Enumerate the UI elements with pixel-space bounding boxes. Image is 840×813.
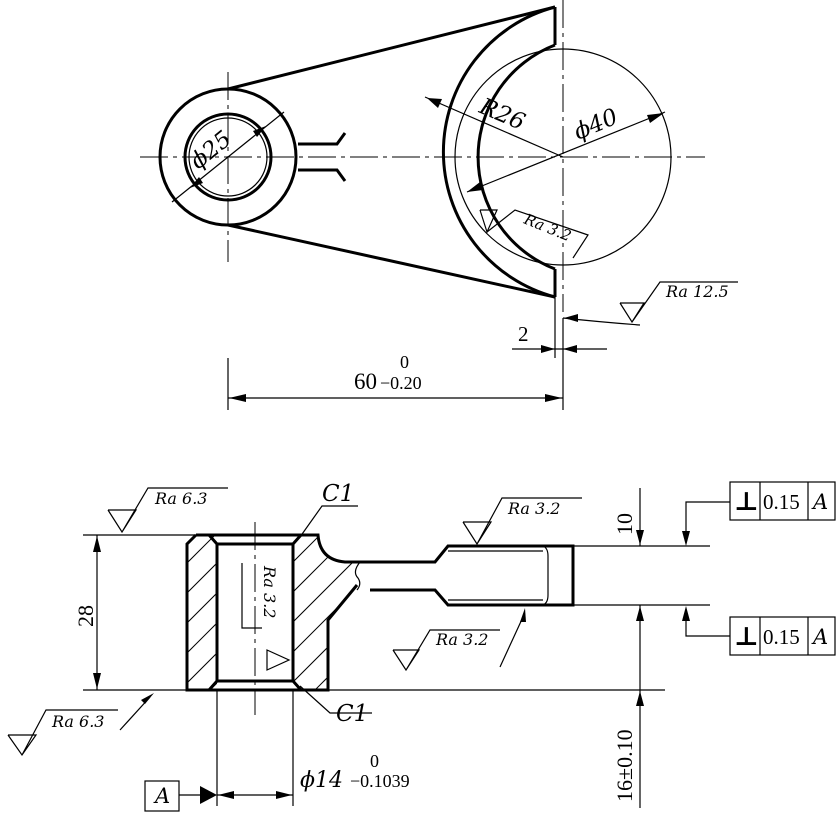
length-arrow-left [229, 394, 246, 402]
bottom-chamfer-leader [299, 685, 372, 714]
datum-triangle [200, 786, 217, 804]
phi25-arrow-end [253, 126, 266, 137]
tolerance-upper-arrow [682, 531, 690, 546]
phi40-arrow-end [647, 113, 664, 123]
lug-lower [298, 168, 347, 182]
section-view: Ra 6.3 C1 Ra 3.2 Ra 3.2 Ra 3.2 Ra 6.3 C1… [7, 481, 836, 812]
bore-arrow-left [218, 791, 234, 799]
boss-outer-arc [441, 5, 556, 299]
length-nominal-label: 60 [354, 369, 377, 394]
arm-lower-edge [227, 223, 556, 299]
top-chamfer-label: C1 [322, 481, 354, 507]
phi40-circle [454, 48, 672, 266]
fork-bottom-roughness-leader [499, 616, 524, 668]
bore-roughness-leader [241, 563, 262, 629]
tolerance-lower-arrow [682, 606, 690, 621]
lug-upper [298, 132, 347, 146]
bore-roughness-symbol [266, 649, 291, 671]
height-arrow-bottom [93, 673, 101, 689]
inner-roughness-label: Ra 3.2 [521, 210, 574, 246]
face-roughness-label: Ra 12.5 [665, 282, 729, 301]
tolerance-lower-symbol: ⊥ [734, 622, 759, 651]
bottom-roughness-label: Ra 6.3 [51, 712, 104, 731]
tolerance-upper-leader [685, 501, 730, 535]
bottom-chamfer-label: C1 [336, 701, 368, 727]
arm-upper-edge [227, 5, 556, 91]
tolerance-upper-symbol: ⊥ [734, 487, 759, 516]
inner-roughness-symbol [479, 209, 589, 259]
phi25-arrow-start [190, 177, 203, 188]
length-upper-deviation: 0 [400, 352, 409, 372]
hub-section-outline [185, 533, 360, 692]
fork-bottom-roughness-symbol [392, 629, 500, 672]
arm-section-outline [360, 544, 575, 607]
slot-arrow-bottom [636, 606, 644, 621]
phi40-arrow-start [467, 182, 483, 192]
face-leader-arrow [564, 314, 578, 322]
r26-arrow [427, 98, 442, 108]
fork-bottom-roughness-label: Ra 3.2 [435, 630, 488, 649]
boss-inner-arc [476, 43, 556, 271]
r26-dimension-line [424, 96, 564, 158]
gap-arrow-right [563, 345, 577, 353]
bottom-roughness-arrow [141, 693, 154, 704]
bore-upper-deviation: 0 [370, 751, 379, 771]
phi25-dimension-line [171, 111, 285, 203]
tolerance-lower-datum: A [811, 625, 828, 649]
bore-nominal-label: ϕ14 [300, 768, 343, 793]
tolerance-upper-datum: A [811, 490, 828, 514]
datum-label: A [153, 784, 170, 808]
fork-top-roughness-label: Ra 3.2 [507, 499, 560, 518]
phi40-dimension-line [466, 111, 666, 193]
slot-offset-label: 16±0.10 [612, 729, 637, 802]
top-view: ϕ25 R26 ϕ40 Ra 3.2 Ra 12.5 2 60 0 −0.20 [140, 0, 738, 410]
datum-frame [144, 780, 180, 812]
face-gap-label: 2 [518, 322, 529, 346]
length-arrow-right [545, 394, 562, 402]
length-lower-deviation: −0.20 [380, 373, 422, 393]
bore-arrow-right [276, 791, 292, 799]
tolerance-frame-upper: ⊥ 0.15 A [729, 481, 836, 521]
hub-bore-chamfer-circle [188, 117, 268, 197]
height-arrow-top [93, 536, 101, 552]
height-label: 28 [73, 605, 98, 627]
bottom-roughness-symbol [7, 709, 118, 757]
tolerance-upper-value: 0.15 [763, 490, 800, 514]
tolerance-lower-value: 0.15 [763, 625, 800, 649]
fork-bottom-roughness-arrow [520, 608, 526, 622]
fork-top-transition [542, 545, 549, 606]
arc-radius-label: R26 [475, 93, 529, 136]
bore-lower-deviation: −0.1039 [350, 771, 410, 791]
slot-arrow-top [636, 530, 644, 545]
hub-bore-circle [183, 112, 273, 202]
offset-arrow-bottom [636, 691, 644, 706]
bore-roughness-label: Ra 3.2 [260, 565, 279, 618]
top-roughness-symbol [107, 487, 228, 534]
tolerance-frame-lower: ⊥ 0.15 A [729, 616, 836, 656]
face-roughness-symbol [619, 281, 738, 324]
top-chamfer-leader [299, 505, 358, 538]
gap-arrow-left [541, 345, 555, 353]
fork-top-roughness-symbol [462, 497, 582, 546]
tolerance-lower-leader [685, 616, 730, 637]
slot-width-label: 10 [612, 513, 637, 535]
break-line [354, 561, 361, 591]
top-roughness-label: Ra 6.3 [154, 489, 207, 508]
